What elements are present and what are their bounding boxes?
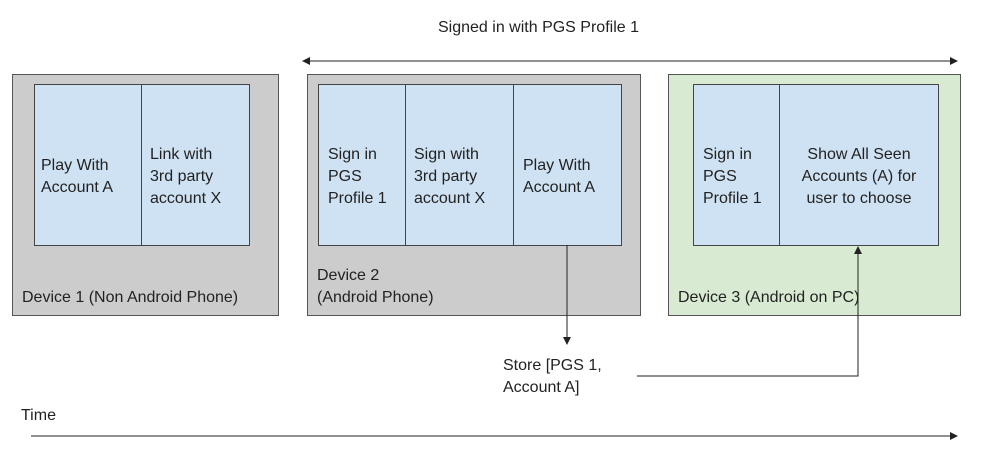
store-to-device3-arrow xyxy=(637,246,862,377)
device1-step-link-3rd-party: Link with 3rd party account X xyxy=(141,84,250,246)
device-3-box: Sign in PGS Profile 1 Show All Seen Acco… xyxy=(668,74,961,316)
device-2-box: Sign in PGS Profile 1 Sign with 3rd part… xyxy=(307,74,641,316)
device1-label: Device 1 (Non Android Phone) xyxy=(22,289,239,306)
device3-label: Device 3 (Android on PC) xyxy=(678,289,860,306)
device2-step-sign-3rd-party: Sign with 3rd party account X xyxy=(405,84,514,246)
device2-step-play-with-account-a: Play With Account A xyxy=(513,84,622,246)
device2-label: Device 2 (Android Phone) xyxy=(317,267,434,306)
store-label: Store [PGS 1, Account A] xyxy=(503,357,602,396)
device3-step-sign-in-pgs: Sign in PGS Profile 1 xyxy=(693,84,780,246)
signed-in-label: Signed in with PGS Profile 1 xyxy=(438,19,639,36)
time-label: Time xyxy=(21,407,56,424)
device-1-box: Play With Account A Link with 3rd party … xyxy=(12,74,279,316)
device3-step-show-seen-accounts: Show All Seen Accounts (A) for user to c… xyxy=(779,84,939,246)
